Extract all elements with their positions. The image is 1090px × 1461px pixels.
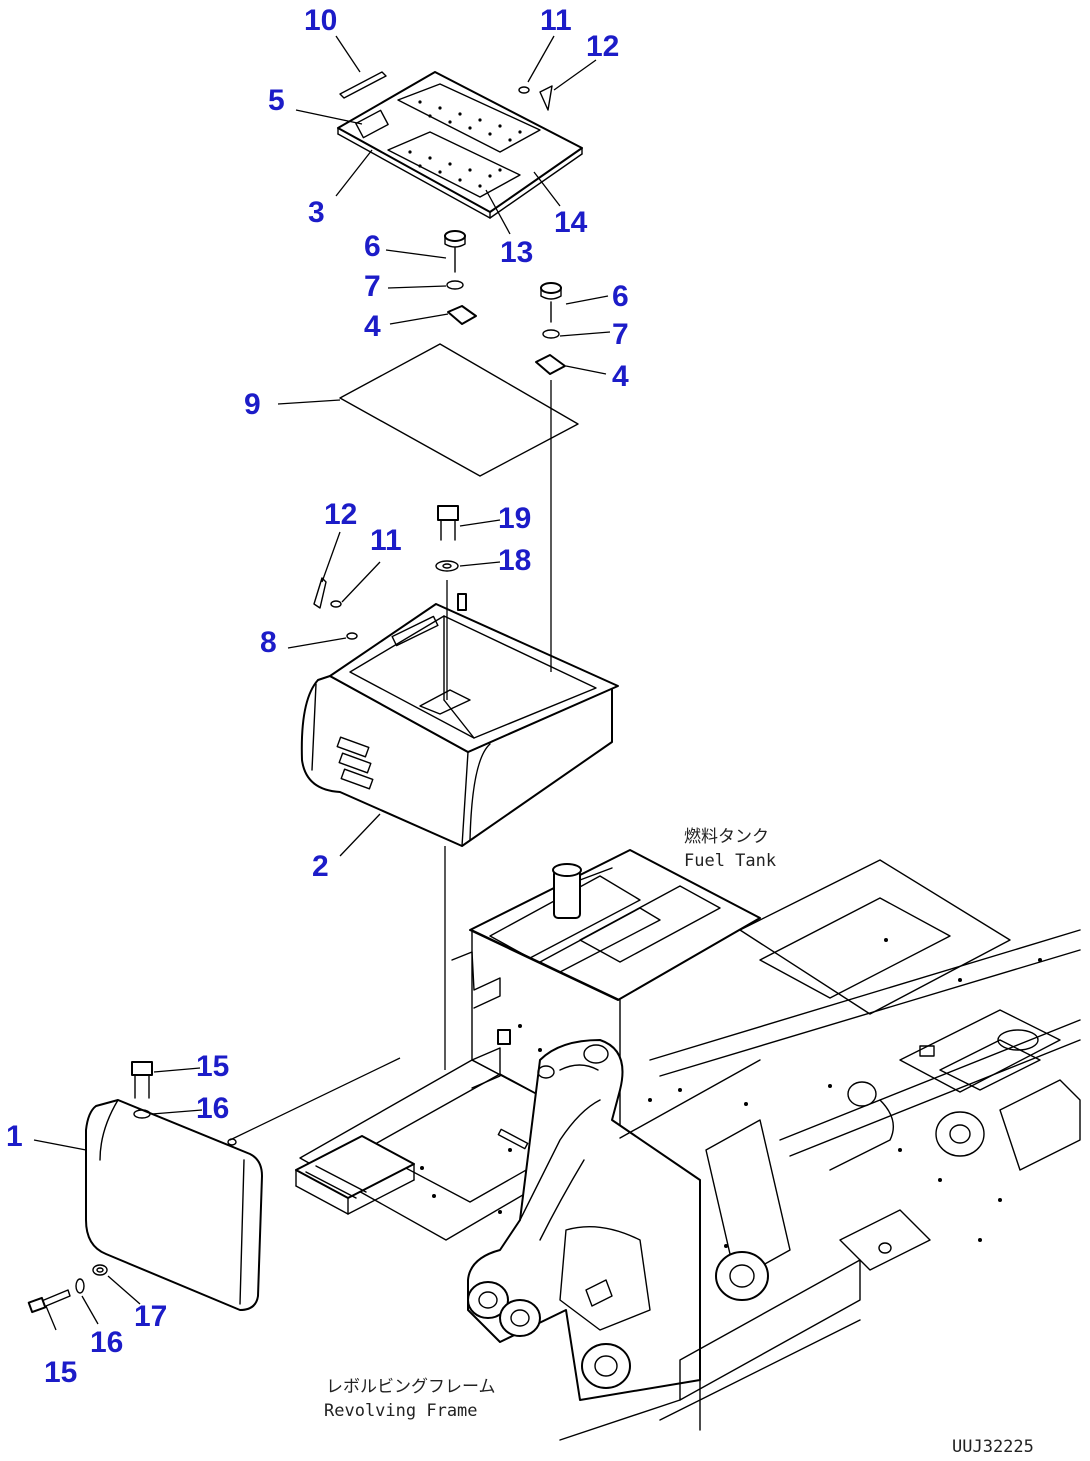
callout-3: 3 — [308, 196, 325, 229]
callout-18: 18 — [498, 544, 531, 577]
cover-1 — [85, 1099, 263, 1311]
callout-13: 13 — [500, 236, 533, 269]
callout-17: 17 — [134, 1300, 167, 1333]
callout-15-lower: 15 — [44, 1356, 77, 1389]
callout-10: 10 — [304, 4, 337, 37]
lid-assembly — [337, 71, 583, 219]
callout-14: 14 — [554, 206, 588, 239]
callout-labels: 10 11 12 5 3 14 13 6 7 4 6 7 4 9 12 11 1… — [6, 4, 629, 1389]
hardware-right — [535, 282, 566, 375]
callout-11-mid: 11 — [370, 524, 402, 557]
bolt-15-lower — [27, 1278, 85, 1314]
callout-15-upper: 15 — [196, 1050, 229, 1083]
bolt-19 — [435, 505, 459, 572]
callout-9: 9 — [244, 388, 261, 421]
callout-5: 5 — [268, 84, 285, 117]
small-parts-box — [313, 577, 358, 640]
revolving-frame-en-label: Revolving Frame — [324, 1401, 478, 1421]
leader-lines — [33, 35, 611, 1331]
callout-4-right: 4 — [612, 360, 629, 393]
callout-11-top: 11 — [540, 4, 572, 37]
callout-6-right: 6 — [612, 280, 629, 313]
fuel-tank-jp-label: 燃料タンク — [684, 827, 769, 847]
callout-2: 2 — [312, 850, 329, 883]
callout-1: 1 — [6, 1120, 23, 1153]
sheet-9 — [339, 343, 579, 477]
revolving-frame — [295, 849, 1081, 1441]
fuel-tank-en-label: Fuel Tank — [684, 851, 776, 871]
callout-12-mid: 12 — [324, 498, 357, 531]
box-2 — [300, 593, 619, 847]
bolt-15-upper — [131, 1061, 153, 1119]
callout-19: 19 — [498, 502, 531, 535]
hardware-left — [444, 230, 477, 325]
callout-7-left: 7 — [364, 270, 381, 303]
callout-8: 8 — [260, 626, 277, 659]
drawing-code: UUJ32225 — [952, 1437, 1034, 1457]
revolving-frame-jp-label: レボルビングフレーム — [326, 1377, 496, 1397]
callout-7-right: 7 — [612, 318, 629, 351]
callout-6-left: 6 — [364, 230, 381, 263]
callout-4-left: 4 — [364, 310, 381, 343]
callout-16-upper: 16 — [196, 1092, 229, 1125]
callout-16-lower: 16 — [90, 1326, 123, 1359]
annotations: 燃料タンク Fuel Tank レボルビングフレーム Revolving Fra… — [324, 827, 1034, 1457]
callout-12-top: 12 — [586, 30, 619, 63]
assembly-lines — [229, 380, 552, 1141]
